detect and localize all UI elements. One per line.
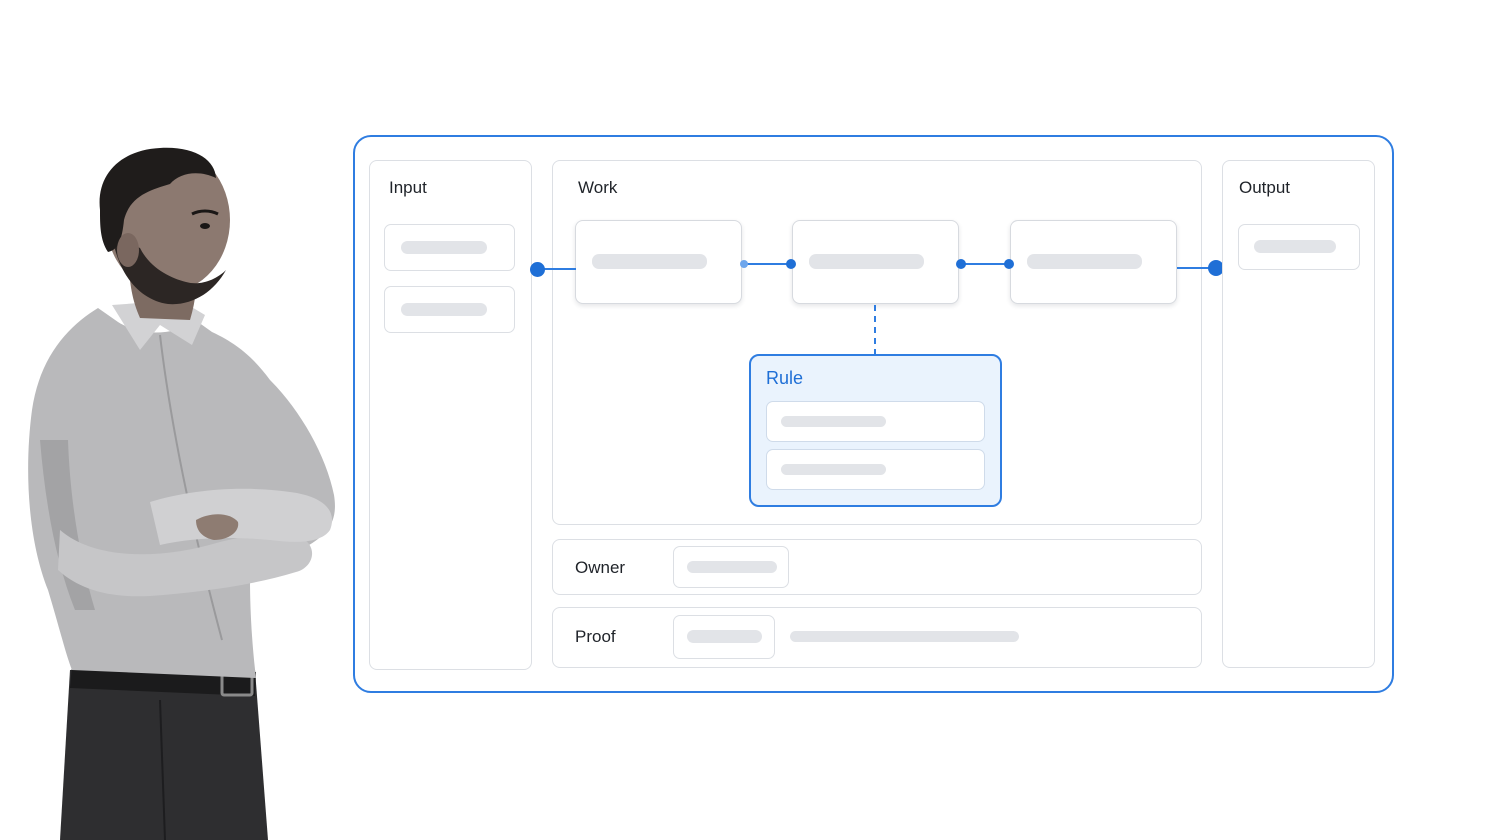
input-slot-placeholder — [401, 303, 487, 316]
input-title: Input — [389, 178, 427, 197]
person-trouser-crease — [159, 699, 166, 840]
person-arm-upper — [150, 488, 333, 545]
person-illustration — [28, 147, 335, 840]
connector-work-to-output — [1177, 267, 1217, 269]
input-slot-placeholder — [401, 241, 487, 254]
proof-slot-placeholder — [687, 630, 762, 643]
rule-slot-placeholder — [781, 464, 886, 475]
person-placket — [159, 334, 223, 641]
rule-title: Rule — [766, 368, 804, 388]
connector-node — [956, 259, 966, 269]
person-hand — [196, 514, 239, 540]
person-ear — [117, 233, 139, 267]
work-step-placeholder — [592, 254, 707, 269]
rule-slot-placeholder — [781, 416, 886, 427]
proof-label: Proof — [575, 627, 616, 646]
person-trousers — [60, 670, 268, 840]
work-step-placeholder — [1027, 254, 1142, 269]
owner-slot-placeholder — [687, 561, 777, 573]
person-eyebrow — [191, 209, 219, 216]
output-title: Output — [1239, 178, 1291, 197]
connector-node — [1208, 260, 1224, 276]
owner-row — [552, 539, 1202, 595]
owner-label: Owner — [575, 558, 626, 577]
connector-step2-to-step3 — [960, 263, 1010, 265]
person-arm-lower — [58, 530, 313, 597]
proof-detail-placeholder — [790, 631, 1019, 642]
work-title: Work — [578, 178, 618, 197]
connector-node — [1004, 259, 1014, 269]
person-hair — [99, 147, 216, 252]
person-beard — [112, 235, 226, 305]
work-step-placeholder — [809, 254, 924, 269]
connector-node — [740, 260, 748, 268]
connector-step1-to-step2 — [743, 263, 793, 265]
connector-input-to-work — [538, 268, 576, 270]
person-eye — [200, 223, 210, 229]
output-slot-placeholder — [1254, 240, 1336, 253]
connector-node — [786, 259, 796, 269]
connector-node — [530, 262, 545, 277]
rule-link-dashed — [874, 305, 876, 355]
